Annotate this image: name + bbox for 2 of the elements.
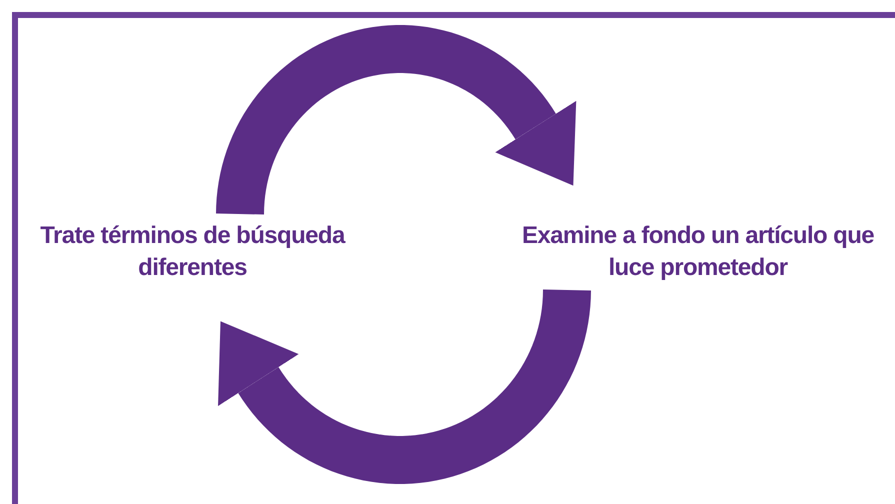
node-label: Trate términos de búsqueda diferentes: [39, 221, 346, 283]
node-label: Examine a fondo un artículo que luce prometedor: [520, 221, 876, 283]
